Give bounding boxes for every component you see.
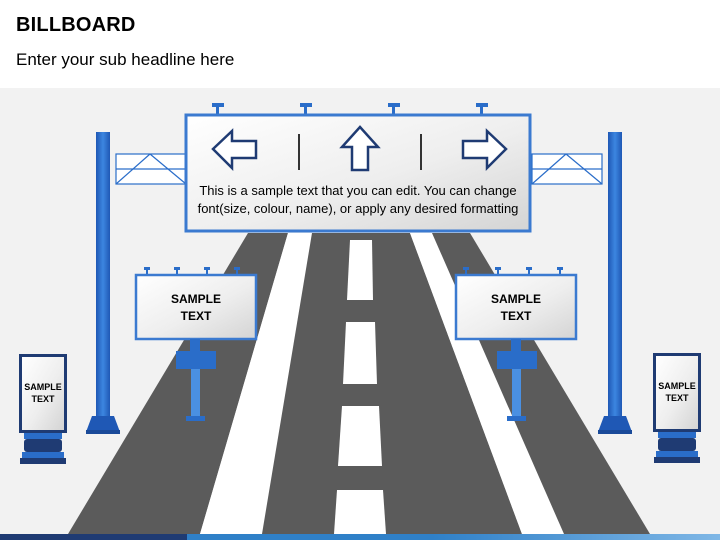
right-kiosk-text-line1: SAMPLE <box>658 381 696 391</box>
lane-dash <box>347 240 373 300</box>
left-truss <box>115 153 187 185</box>
right-arrow-icon <box>461 128 508 172</box>
right-kiosk-text: SAMPLE TEXT <box>656 380 698 404</box>
billboard-lamps <box>212 103 488 115</box>
left-kiosk-text-line1: SAMPLE <box>24 382 62 392</box>
lane-dash <box>343 322 377 384</box>
footer-bar <box>0 534 720 540</box>
left-kiosk-text-line2: TEXT <box>31 394 55 404</box>
page-title: BILLBOARD <box>16 14 136 36</box>
left-gantry-pole <box>86 132 120 434</box>
left-roadside-billboard-structure <box>134 267 258 421</box>
left-billboard-text: SAMPLE TEXT <box>136 291 256 325</box>
right-gantry-pole <box>598 132 632 434</box>
right-kiosk-structure <box>653 353 701 463</box>
up-arrow-icon <box>339 125 381 172</box>
main-billboard-text-line1: This is a sample text that you can edit.… <box>199 183 517 198</box>
right-truss <box>531 153 603 185</box>
left-kiosk-structure <box>19 354 67 464</box>
right-kiosk-text-line2: TEXT <box>665 393 689 403</box>
road <box>68 233 650 534</box>
page-subtitle: Enter your sub headline here <box>16 50 235 69</box>
right-roadside-billboard-structure <box>454 267 578 421</box>
main-billboard-text-line2: font(size, colour, name), or apply any d… <box>197 201 519 216</box>
right-billboard-text-line1: SAMPLE <box>490 292 541 306</box>
left-billboard-text-line1: SAMPLE <box>170 292 221 306</box>
right-billboard-text: SAMPLE TEXT <box>456 291 576 325</box>
lane-dash <box>334 490 386 534</box>
lane-dash <box>338 406 382 466</box>
left-billboard-text-line2: TEXT <box>180 309 212 323</box>
left-kiosk-text: SAMPLE TEXT <box>22 381 64 405</box>
left-arrow-icon <box>211 128 258 172</box>
right-billboard-text-line2: TEXT <box>500 309 532 323</box>
main-billboard-text: This is a sample text that you can edit.… <box>190 182 526 218</box>
